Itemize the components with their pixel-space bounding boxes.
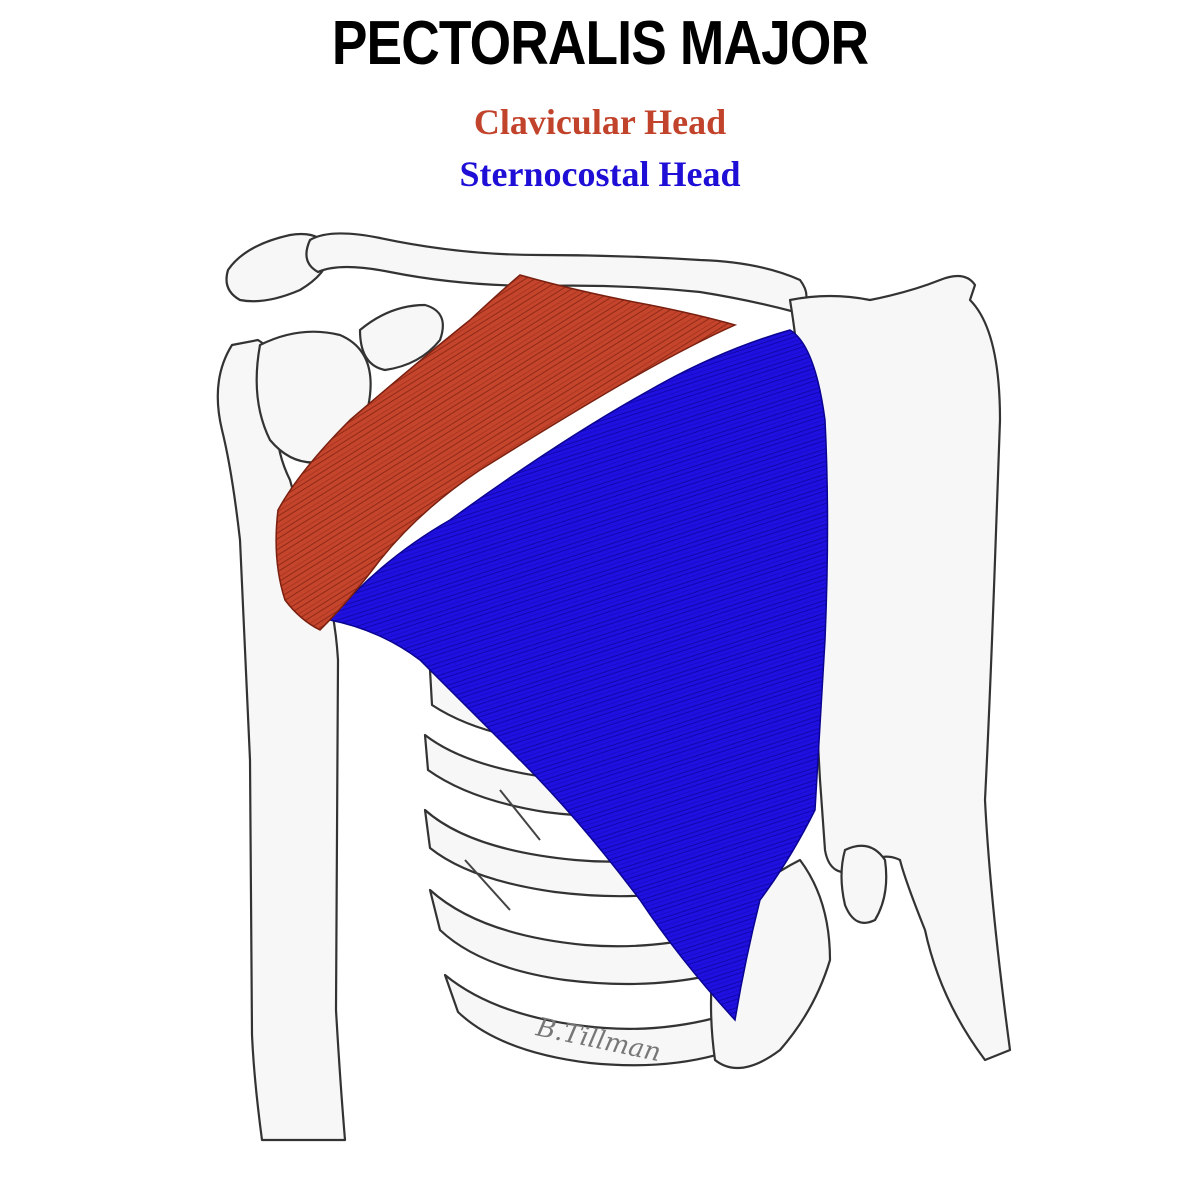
diagram-title: PECTORALIS MAJOR xyxy=(331,9,869,78)
legend-sternocostal-head: Sternocostal Head xyxy=(459,154,741,194)
clavicular-head-muscle xyxy=(275,274,738,631)
coracoid-process xyxy=(358,303,444,372)
legend-clavicular-head: Clavicular Head xyxy=(473,102,727,142)
xiphoid-process xyxy=(840,844,888,924)
sternocostal-head-muscle xyxy=(328,329,829,1022)
legend: Clavicular Head Sternocostal Head xyxy=(0,96,1200,200)
